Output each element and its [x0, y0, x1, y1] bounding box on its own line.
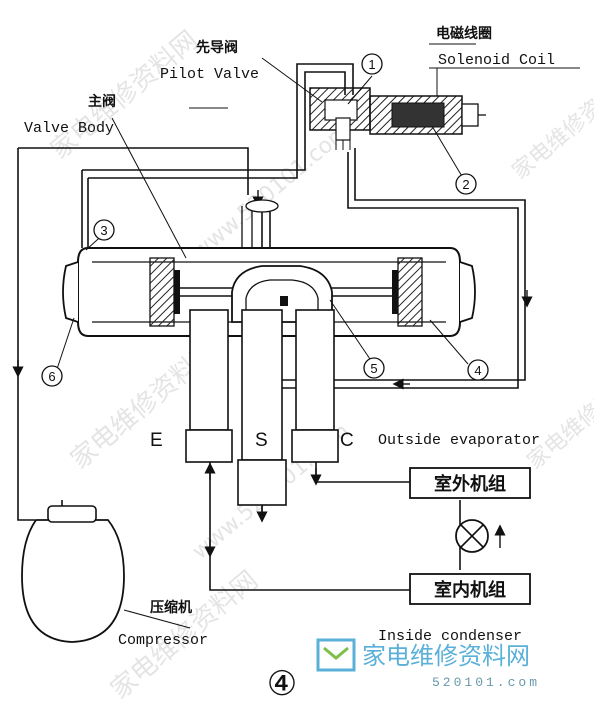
- site-logo: 家电维修资料网 520101.com: [316, 638, 540, 690]
- port-e-pipe: [189, 309, 229, 431]
- logo-text: 家电维修资料网: [362, 642, 530, 670]
- callout-label: 2: [462, 177, 469, 192]
- leader-lines: [55, 43, 580, 629]
- callout-5: 5: [363, 357, 385, 379]
- pilot-valve-label-cn: 先导阀: [196, 39, 238, 56]
- pilot-valve: [309, 87, 371, 150]
- callout-6: 6: [41, 365, 63, 387]
- compressor: [21, 505, 125, 643]
- port-c-label: C: [340, 430, 354, 451]
- valve-body-label-cn: 主阀: [88, 93, 116, 110]
- valve-body-label-en: Valve Body: [24, 120, 114, 137]
- pilot-valve-label-en: Pilot Valve: [160, 66, 259, 83]
- port-s-label: S: [255, 430, 268, 451]
- callout-label: 3: [100, 223, 107, 238]
- callout-label: 6: [48, 369, 55, 384]
- valve-body: [62, 199, 476, 337]
- ports: [185, 309, 339, 506]
- callout-4: 4: [467, 359, 489, 381]
- logo-url: 520101.com: [432, 675, 540, 690]
- watermark-text: 家电维修资料网: [508, 66, 594, 184]
- port-c-pipe: [295, 309, 335, 431]
- watermark-text: 家电维修资料网: [45, 25, 204, 165]
- compressor-label-cn: 压缩机: [150, 599, 192, 616]
- indoor-unit: 室内机组: [409, 573, 531, 605]
- solenoid-coil-label-cn: 电磁线圈: [436, 25, 492, 42]
- callout-label: 1: [368, 57, 375, 72]
- figure-number: ④: [267, 664, 297, 704]
- outdoor-unit-label: 室外机组: [434, 473, 506, 495]
- inside-condenser-label: Inside condenser: [378, 628, 522, 645]
- expansion-valve: [455, 519, 489, 553]
- callout-3: 3: [93, 219, 115, 241]
- outdoor-unit: 室外机组: [409, 467, 531, 499]
- indoor-unit-label: 室内机组: [434, 579, 506, 601]
- watermark-text: 家电维修资料网: [523, 356, 594, 474]
- callout-label: 5: [370, 361, 377, 376]
- port-s-pipe: [241, 309, 283, 461]
- compressor-label-en: Compressor: [118, 632, 208, 649]
- solenoid-coil-label-en: Solenoid Coil: [438, 52, 555, 69]
- outside-evaporator-label: Outside evaporator: [378, 432, 540, 449]
- watermark-text: www.520101.com: [188, 119, 355, 265]
- solenoid-coil: [369, 95, 486, 135]
- flow-arrows: [12, 190, 533, 558]
- callout-label: 4: [474, 363, 481, 378]
- port-e-label: E: [150, 430, 163, 451]
- callout-2: 2: [455, 173, 477, 195]
- callout-1: 1: [361, 53, 383, 75]
